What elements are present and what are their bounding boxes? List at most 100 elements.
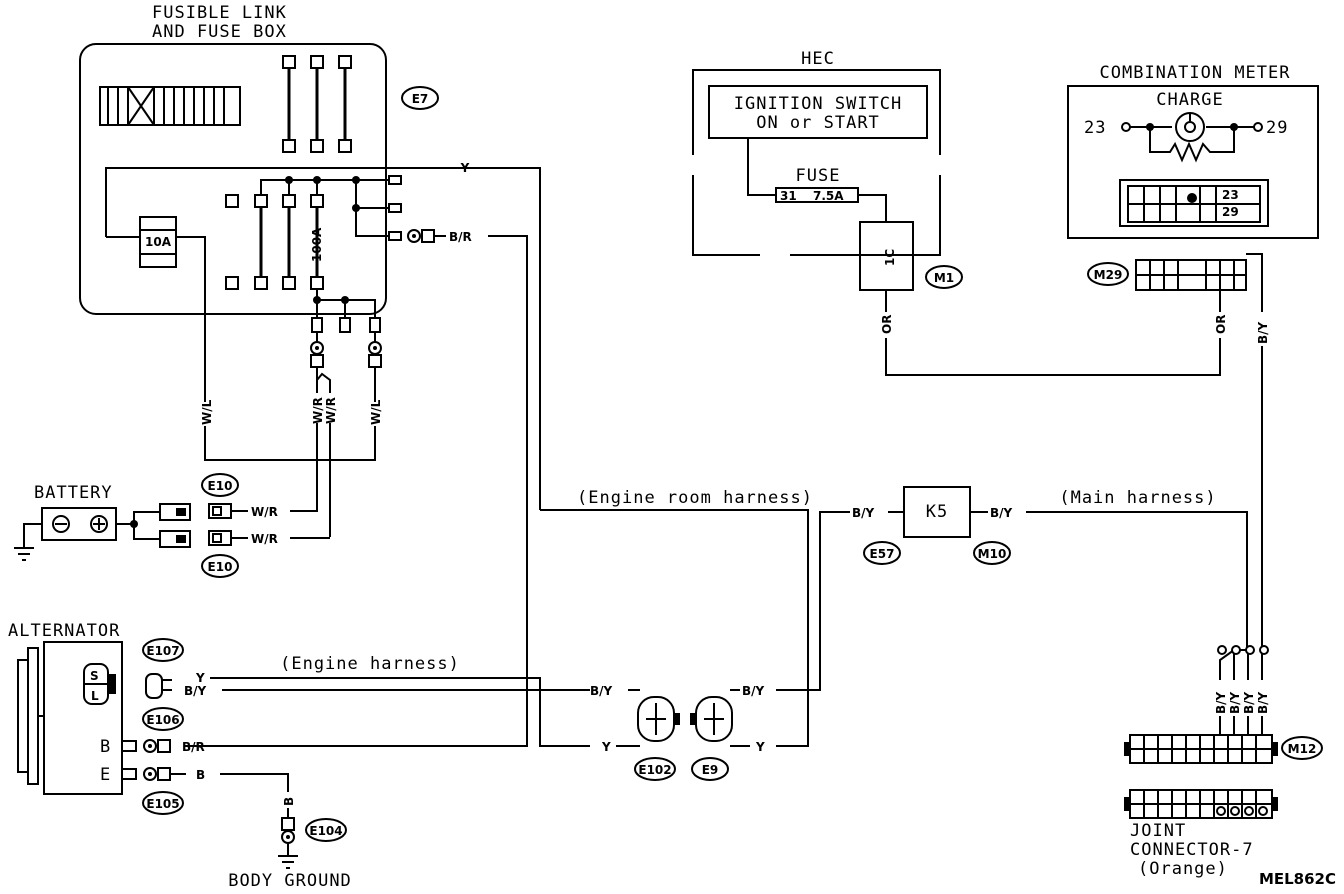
body-ground-symbol (278, 855, 298, 869)
joint-connector-m12-upper (1124, 734, 1278, 764)
connector-e102: E102 (634, 757, 676, 781)
wire-y-top (105, 167, 541, 510)
fuse-31-label: 31 (780, 189, 797, 203)
bus-link-right (355, 180, 389, 237)
fuse-socket-2 (225, 276, 239, 290)
alternator-pulley (17, 647, 44, 785)
charge-warning-lamp-icon (1175, 112, 1205, 142)
wire-label-battery-w-r-2: W/R (251, 532, 278, 546)
connector-e7: E7 (401, 86, 439, 110)
connector-m10: M10 (973, 541, 1011, 565)
svg-text:M29: M29 (1094, 268, 1123, 282)
svg-text:L: L (91, 689, 99, 703)
meter-pin-23: 23 (1222, 188, 1239, 202)
connector-e57: E57 (863, 541, 901, 565)
wire-label-e102-y: Y (601, 740, 611, 754)
relay-k5-label: K5 (926, 502, 948, 522)
alternator-e-plug (143, 767, 171, 781)
svg-text:E106: E106 (146, 713, 179, 727)
wire-b-y-to-k5 (776, 511, 850, 691)
wire-label-battery-w-r-1: W/R (251, 505, 278, 519)
wire-w-l-left (176, 236, 317, 461)
connector-m29: M29 (1087, 262, 1129, 286)
alternator-s-l-connector: S L (83, 663, 116, 705)
wire-ign-to-fuse (747, 138, 776, 196)
wire-w-l-right (317, 367, 376, 461)
joint-connector-label-2: CONNECTOR-7 (1130, 840, 1254, 860)
connector-br-output (407, 229, 435, 243)
wire-alt-y (210, 677, 590, 747)
engine-room-harness-label: (Engine room harness) (577, 488, 813, 508)
connector-e106: E106 (142, 707, 184, 731)
wire-label-alt-b: B (196, 768, 205, 782)
fuse-title: FUSE (796, 166, 841, 186)
engine-harness-label: (Engine harness) (280, 654, 460, 674)
connector-e7-label: E7 (412, 92, 429, 106)
connector-e107: E107 (142, 638, 184, 662)
wire-ground-b (220, 773, 289, 818)
connector-e102-body (637, 696, 680, 742)
wire-label-b-r-top: B/R (449, 230, 472, 244)
wire-label-w-l-right: W/L (369, 399, 383, 425)
pin-23-label: 23 (1084, 118, 1106, 138)
hec-outline-top (692, 69, 941, 155)
hec-1c-label: 1C (883, 249, 897, 266)
connector-m1: M1 (925, 265, 963, 289)
wire-label-b-y-right: B/Y (1256, 321, 1270, 344)
alternator-label: ALTERNATOR (8, 621, 120, 641)
wire-label-m12-b-y-1: B/Y (1214, 691, 1228, 714)
fuse-box-title-line1: FUSIBLE LINK (152, 3, 287, 23)
fuse-31-rating: 7.5A (813, 189, 844, 203)
svg-text:M12: M12 (1288, 742, 1317, 756)
fuse-box-title-line2: AND FUSE BOX (152, 22, 287, 42)
charge-title: CHARGE (1156, 90, 1223, 110)
battery-label: BATTERY (34, 483, 113, 503)
connector-e104: E104 (305, 818, 347, 842)
combination-meter-title: COMBINATION METER (1100, 63, 1291, 83)
alternator-body (43, 641, 123, 795)
battery-ground-wire (23, 523, 42, 548)
wire-label-e9-y: Y (755, 740, 765, 754)
joint-connector-m12-lower (1124, 789, 1278, 819)
wire-label-m12-b-y-4: B/Y (1256, 691, 1270, 714)
diagram-code: MEL862C (1259, 870, 1336, 888)
wire-label-w-r-2: W/R (324, 397, 338, 424)
svg-text:E10: E10 (208, 560, 233, 574)
fusible-link-block (99, 86, 241, 126)
fuse-box-lower-connectors (310, 341, 382, 368)
svg-text:E104: E104 (309, 824, 342, 838)
wire-label-e102-b-y: B/Y (590, 684, 613, 698)
svg-text:M10: M10 (978, 547, 1007, 561)
wire-label-alt-b-y: B/Y (184, 684, 207, 698)
fusible-links-upper (282, 55, 352, 153)
wire-b-y-main (1026, 511, 1248, 650)
wire-label-or-left: OR (880, 315, 894, 334)
fuse-socket-1 (225, 194, 239, 208)
connector-e9-body (690, 696, 733, 742)
wire-label-alt-y: Y (195, 671, 205, 685)
ignition-switch-box (708, 85, 928, 139)
alternator-b-terminal: B (100, 737, 111, 757)
hec-title: HEC (801, 49, 835, 69)
svg-text:S: S (90, 669, 99, 683)
connector-e105: E105 (142, 791, 184, 815)
joint-connector-label-3: (Orange) (1138, 859, 1228, 879)
wire-fuse-to-1c (858, 194, 887, 222)
combination-meter-box (1067, 85, 1319, 239)
body-ground-label: BODY GROUND (228, 871, 352, 891)
wire-b-y-m29 (1246, 253, 1263, 650)
wire-label-k5-b-y-left: B/Y (852, 506, 875, 520)
joint-connector-label-1: JOINT (1130, 821, 1186, 841)
svg-text:E57: E57 (870, 547, 895, 561)
connector-m29-plug (1135, 259, 1247, 291)
wire-label-k5-b-y-right: B/Y (990, 506, 1013, 520)
meter-pin-29: 29 (1222, 205, 1239, 219)
connector-e10-top: E10 (201, 473, 239, 497)
fuse-10a-label: 10A (145, 235, 172, 249)
wire-or (885, 290, 1221, 376)
charge-resistor (1149, 127, 1235, 163)
battery-negative-terminal (52, 515, 70, 533)
svg-text:M1: M1 (934, 271, 954, 285)
wire-label-alt-b-r: B/R (182, 740, 205, 754)
